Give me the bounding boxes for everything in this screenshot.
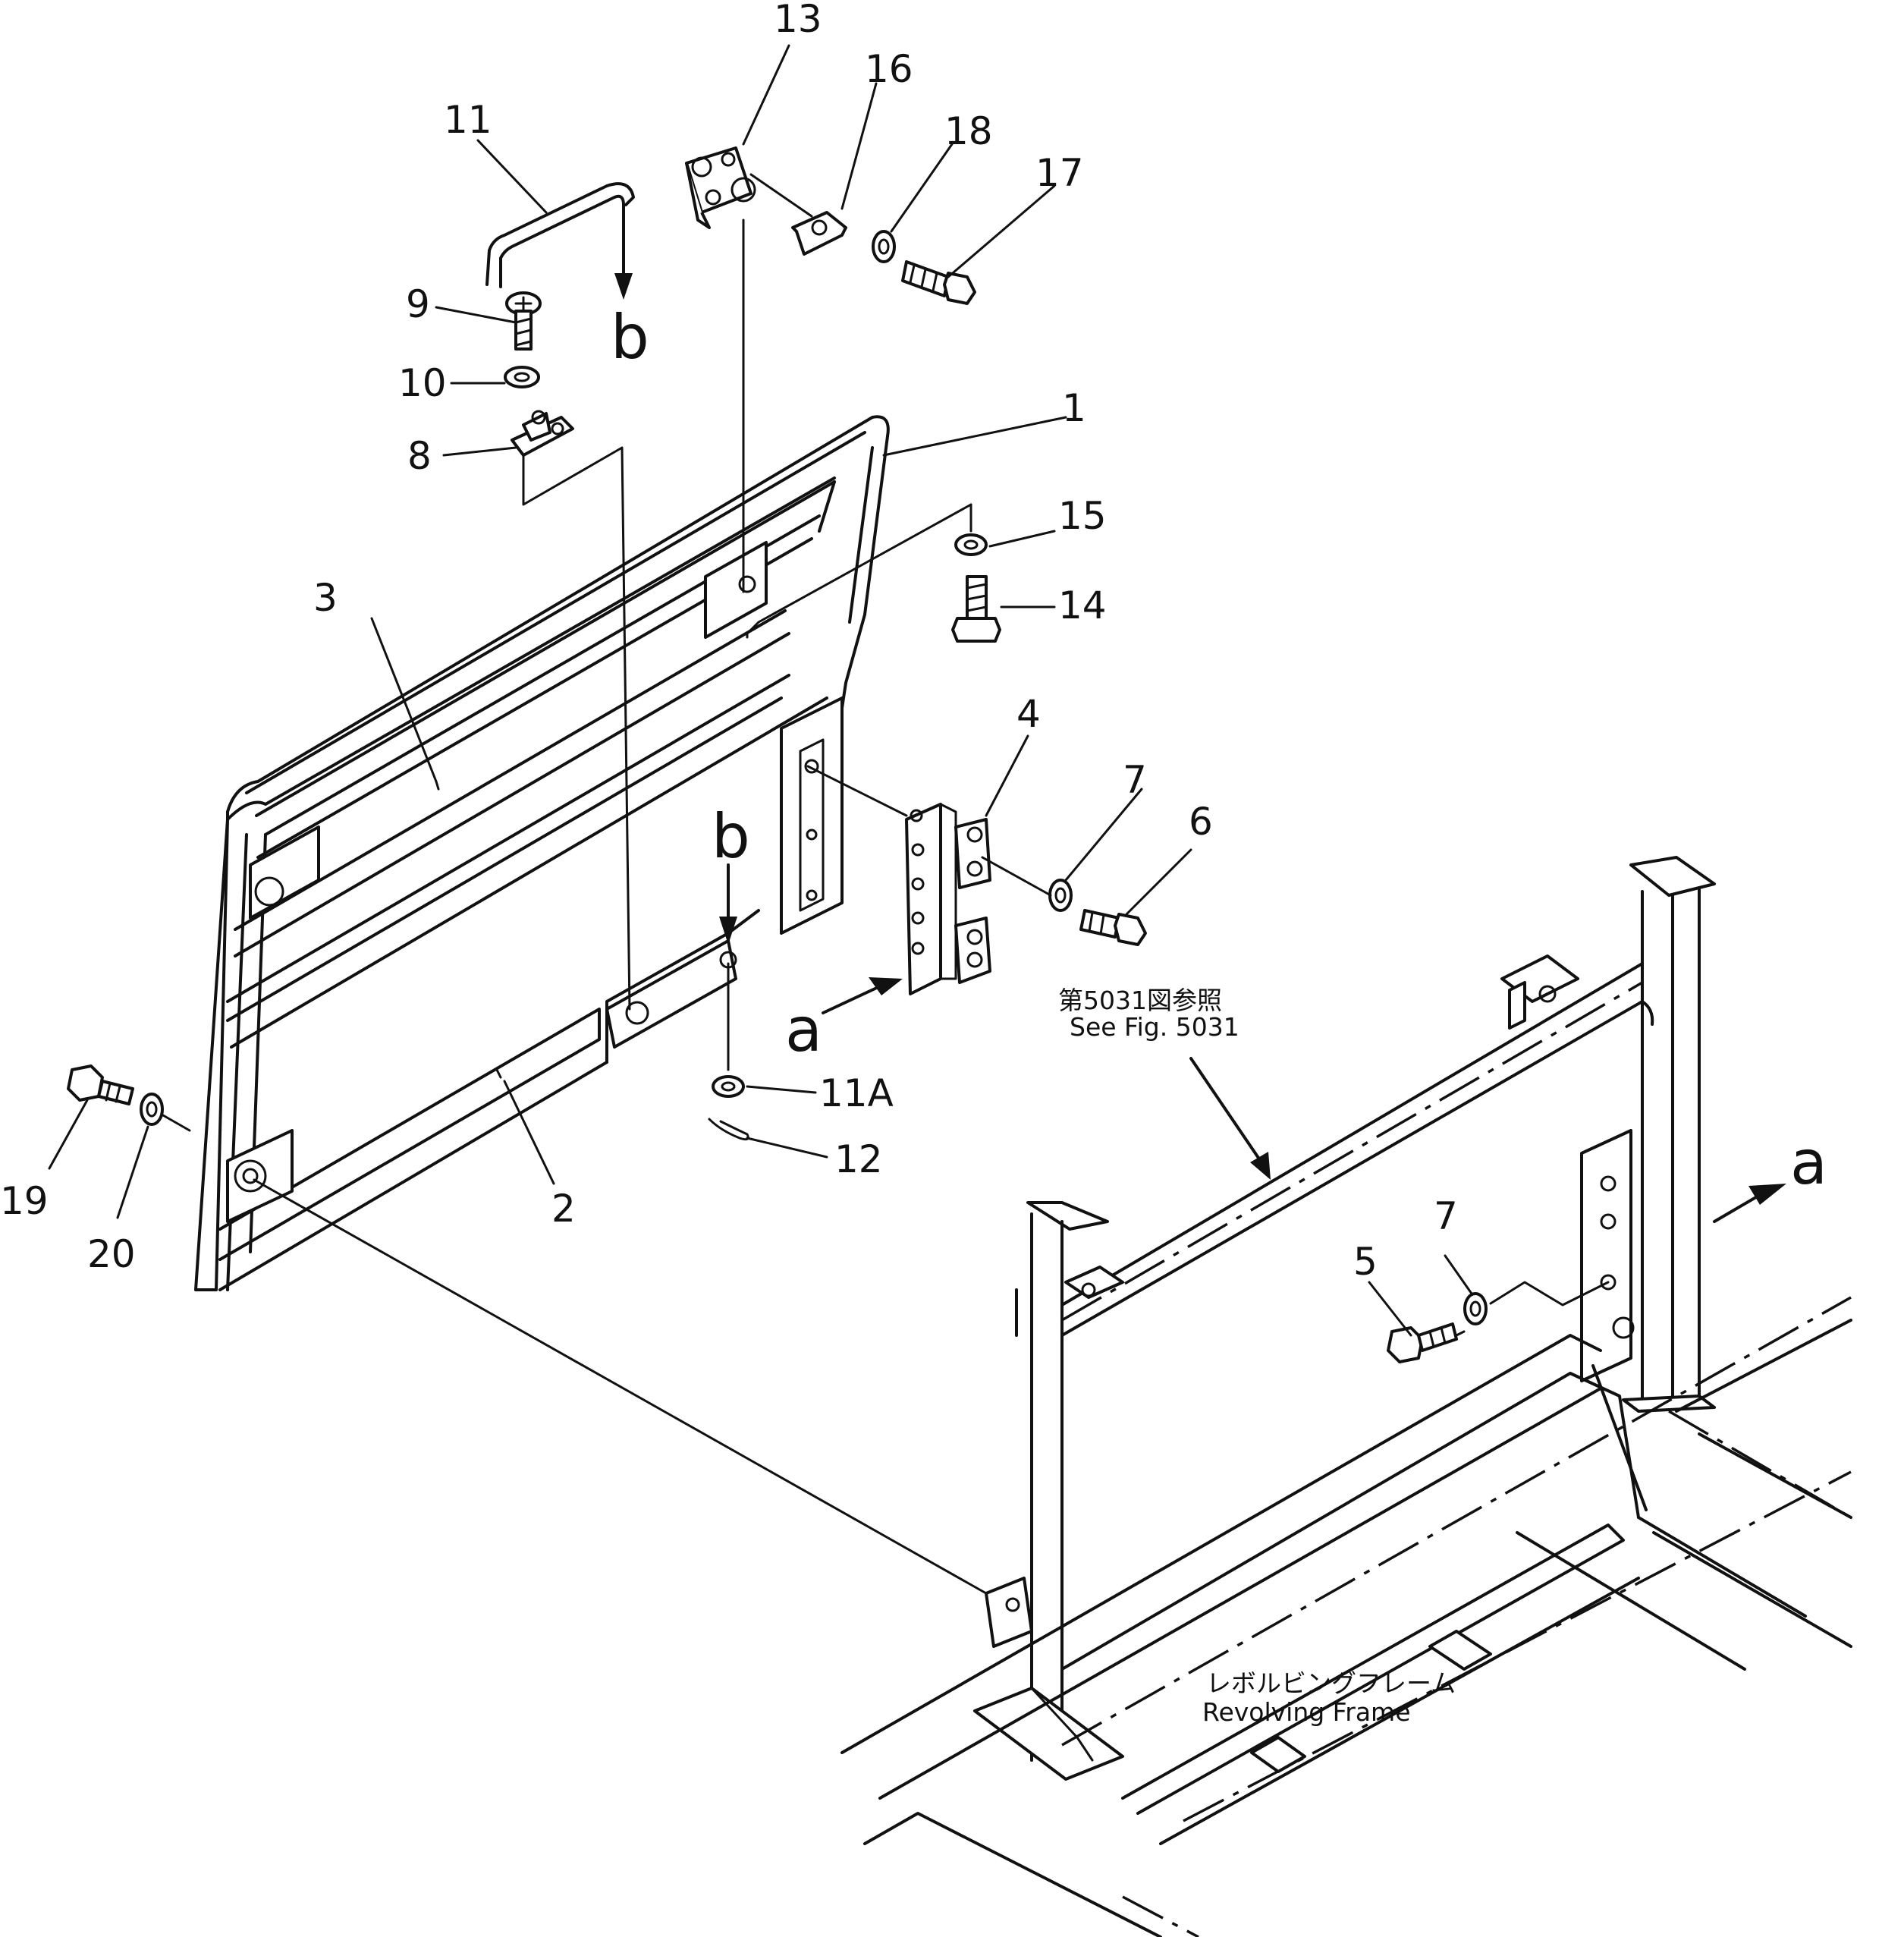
callout-4: 4 bbox=[1016, 692, 1041, 736]
view-mark-b-mid: b bbox=[712, 801, 750, 872]
see-fig-note-jp: 第5031図参照 bbox=[1058, 986, 1222, 1015]
part-10-washer bbox=[504, 366, 540, 388]
callout-2: 2 bbox=[551, 1187, 576, 1231]
part-20-washer bbox=[140, 1093, 164, 1126]
callout-20: 20 bbox=[87, 1232, 136, 1276]
view-letters: b b a a bbox=[611, 302, 1827, 1198]
view-mark-b-top: b bbox=[611, 302, 649, 373]
callout-7-lower: 7 bbox=[1434, 1194, 1458, 1238]
callout-3: 3 bbox=[313, 576, 338, 620]
assembly-lines bbox=[162, 173, 1610, 1595]
part-13-bracket bbox=[685, 146, 756, 229]
callout-16: 16 bbox=[865, 47, 913, 91]
callout-5: 5 bbox=[1353, 1240, 1378, 1284]
callout-11a: 11A bbox=[819, 1071, 894, 1115]
part-16-latch bbox=[791, 211, 847, 256]
revolving-frame-label-jp: レボルビングフレーム bbox=[1206, 1668, 1456, 1698]
callout-18: 18 bbox=[944, 109, 993, 153]
callout-15: 15 bbox=[1058, 494, 1107, 538]
view-mark-a-left: a bbox=[785, 995, 822, 1065]
callout-9: 9 bbox=[406, 282, 430, 326]
part-18-washer bbox=[872, 230, 896, 263]
part-7-washer-lower bbox=[1463, 1292, 1488, 1325]
callout-12: 12 bbox=[834, 1137, 883, 1181]
callout-8: 8 bbox=[407, 434, 432, 478]
reference-notes: 第5031図参照 See Fig. 5031 レボルビングフレーム Revolv… bbox=[1058, 986, 1456, 1727]
callout-19: 19 bbox=[0, 1179, 49, 1223]
callout-11: 11 bbox=[444, 98, 492, 142]
part-4-hinge bbox=[905, 803, 991, 995]
callout-17: 17 bbox=[1035, 151, 1084, 195]
view-arrows bbox=[614, 203, 1786, 1223]
part-15-washer bbox=[954, 533, 988, 556]
revolving-frame-label-en: Revolving Frame bbox=[1202, 1697, 1411, 1727]
support-frame bbox=[840, 856, 1852, 1937]
callout-7-upper: 7 bbox=[1123, 758, 1147, 802]
leader-lines bbox=[48, 44, 1473, 1337]
part-11-handle bbox=[485, 182, 635, 288]
callout-1: 1 bbox=[1062, 386, 1086, 430]
part-5-bolt bbox=[1387, 1322, 1458, 1363]
callout-13: 13 bbox=[774, 0, 822, 41]
part-11a-washer bbox=[712, 1075, 745, 1098]
part-14-bolt bbox=[951, 575, 1001, 643]
door-panel bbox=[194, 415, 890, 1291]
part-6-bolt bbox=[1079, 909, 1147, 946]
part-9-screw bbox=[505, 291, 542, 351]
callout-6: 6 bbox=[1189, 800, 1213, 844]
part-19-bolt bbox=[67, 1064, 134, 1105]
part-7-washer-upper bbox=[1048, 879, 1073, 912]
callout-numbers: 1 2 3 4 5 6 7 7 8 9 10 11 11A 12 13 14 1… bbox=[0, 0, 1458, 1284]
callout-14: 14 bbox=[1058, 583, 1107, 627]
part-12-pin bbox=[708, 1118, 749, 1141]
part-17-bolt bbox=[901, 260, 976, 305]
see-fig-note-en: See Fig. 5031 bbox=[1070, 1012, 1239, 1042]
part-8-clip bbox=[511, 410, 574, 457]
callout-10: 10 bbox=[398, 361, 447, 405]
view-mark-a-right: a bbox=[1790, 1127, 1827, 1198]
